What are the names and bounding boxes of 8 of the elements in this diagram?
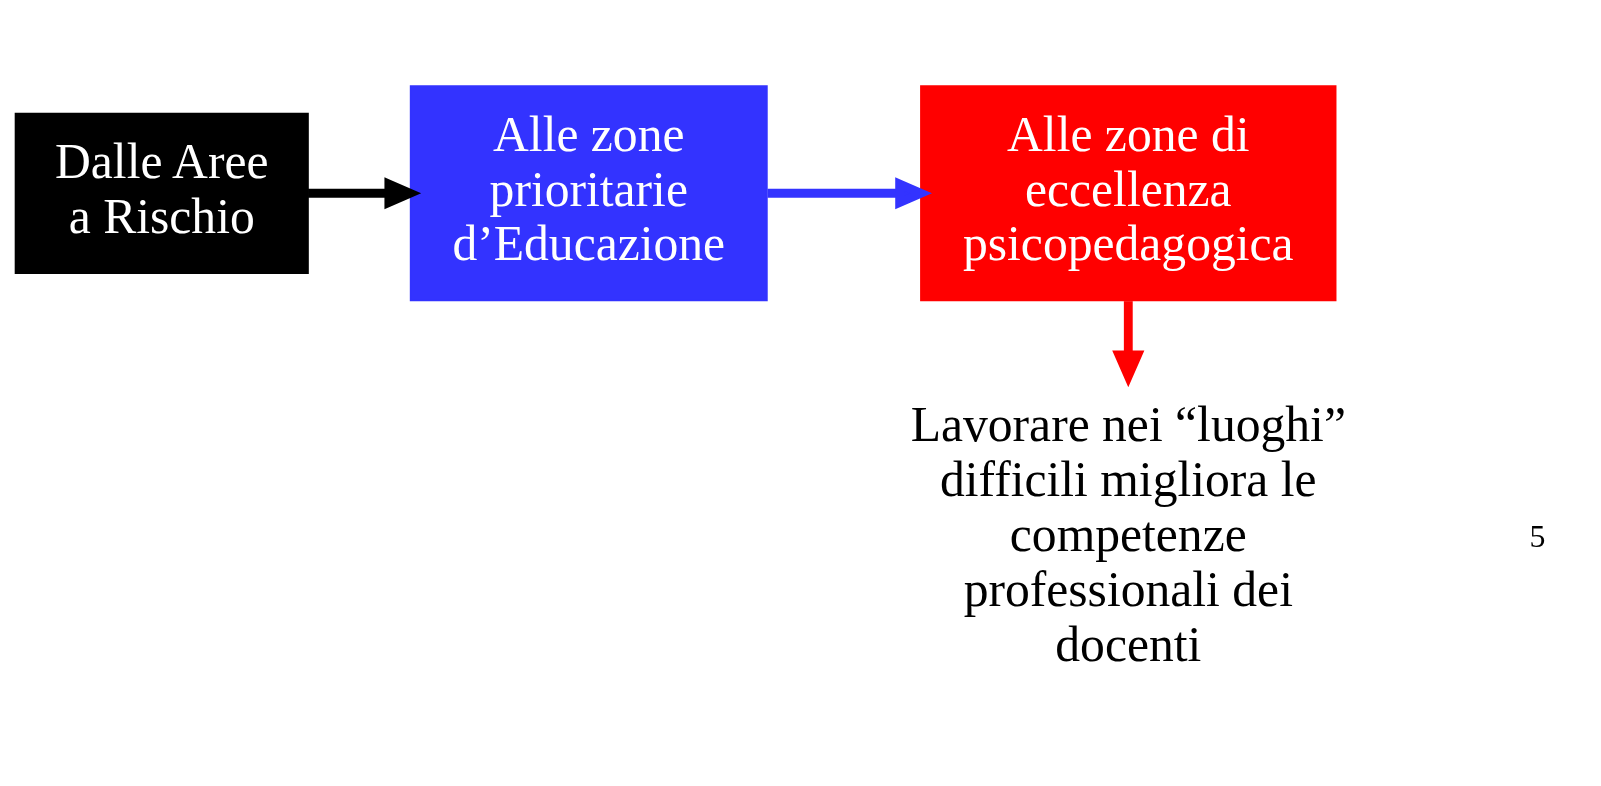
arrow bbox=[767, 176, 932, 209]
node-box: Alle zone di eccellenza psicopedagogica bbox=[920, 84, 1337, 301]
arrow bbox=[308, 176, 422, 209]
node-text: Lavorare nei “luoghi” difficili migliora le competenze professionali dei docenti bbox=[910, 396, 1346, 672]
arrow bbox=[1112, 300, 1145, 387]
node-box: Dalle Aree a Rischio bbox=[14, 112, 309, 274]
label: 5 bbox=[1529, 518, 1546, 554]
node-box: Alle zone prioritarie d’Educazione bbox=[409, 84, 768, 301]
